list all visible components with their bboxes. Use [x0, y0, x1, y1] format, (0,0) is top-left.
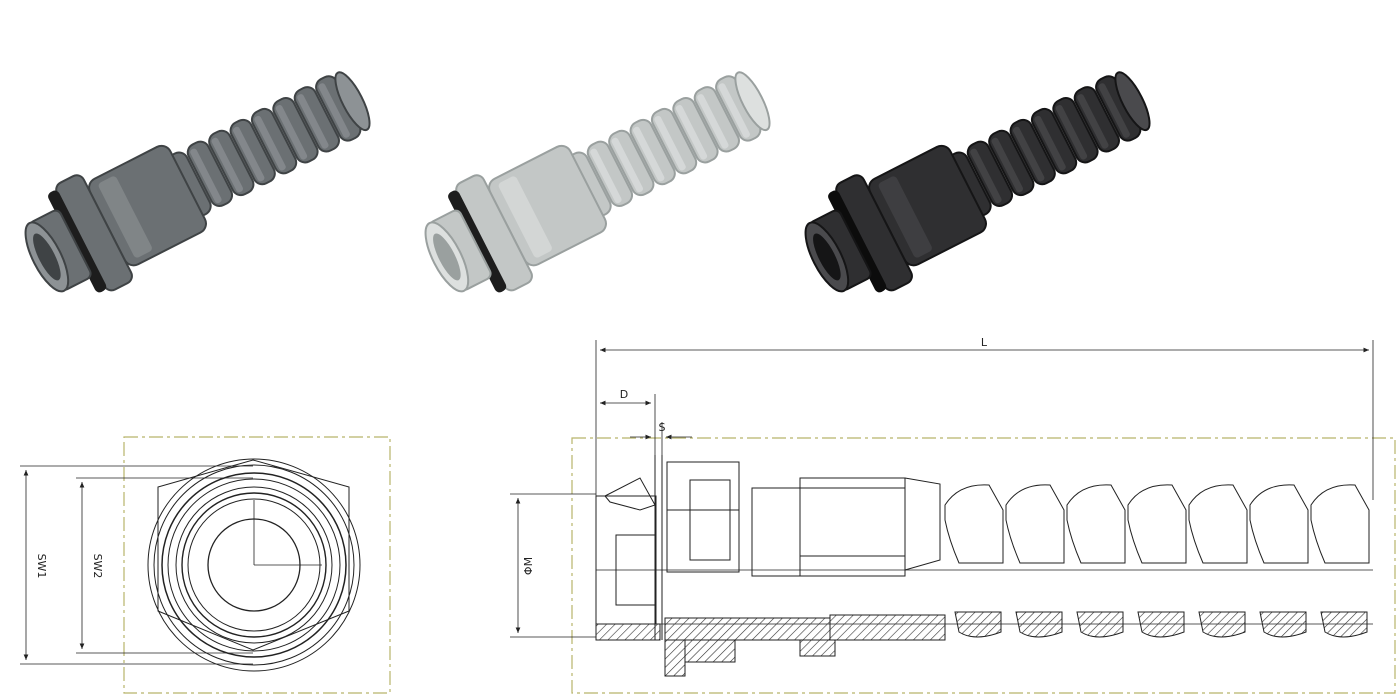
dimension-label-thread-diameter: ΦM [522, 557, 535, 575]
spiral-segment [1127, 484, 1187, 564]
cable-gland-dark-grey-image [24, 71, 371, 293]
spiral-section-hatch [954, 611, 1002, 638]
cable-gland-black-image [804, 71, 1151, 293]
front-view-hex [157, 459, 350, 651]
spiral-section-hatch [1137, 611, 1185, 638]
front-view-drawing [20, 436, 391, 694]
spiral-section-hatch [1015, 611, 1063, 638]
spiral-segment [1005, 484, 1065, 564]
strain-relief-spiral [944, 484, 1370, 638]
side-view-drawing [510, 340, 1396, 694]
tube-end [334, 71, 371, 132]
spiral-section-hatch [1076, 611, 1124, 638]
dimension-label-seal-thickness: S [659, 421, 666, 434]
spiral-segment [1310, 484, 1370, 564]
spiral-segment [944, 484, 1004, 564]
front-view-outer-ring [147, 458, 361, 672]
spiral-segment [1066, 484, 1126, 564]
spiral-segment [1249, 484, 1309, 564]
cable-gland-light-grey-image [424, 71, 771, 293]
spiral-section-hatch [1198, 611, 1246, 638]
spiral-segment [1188, 484, 1248, 564]
spiral-section-hatch [1259, 611, 1307, 638]
dimension-label-length: L [981, 336, 988, 349]
dimension-label-thread-length: D [620, 388, 628, 401]
dimension-label-sw2: SW2 [91, 554, 104, 579]
tube-end [1114, 71, 1151, 132]
spiral-section-hatch [1320, 611, 1368, 638]
front-view-frame [123, 436, 391, 694]
dimension-label-sw1: SW1 [35, 554, 48, 579]
tube-end [734, 71, 771, 132]
side-view-frame [571, 437, 1396, 694]
